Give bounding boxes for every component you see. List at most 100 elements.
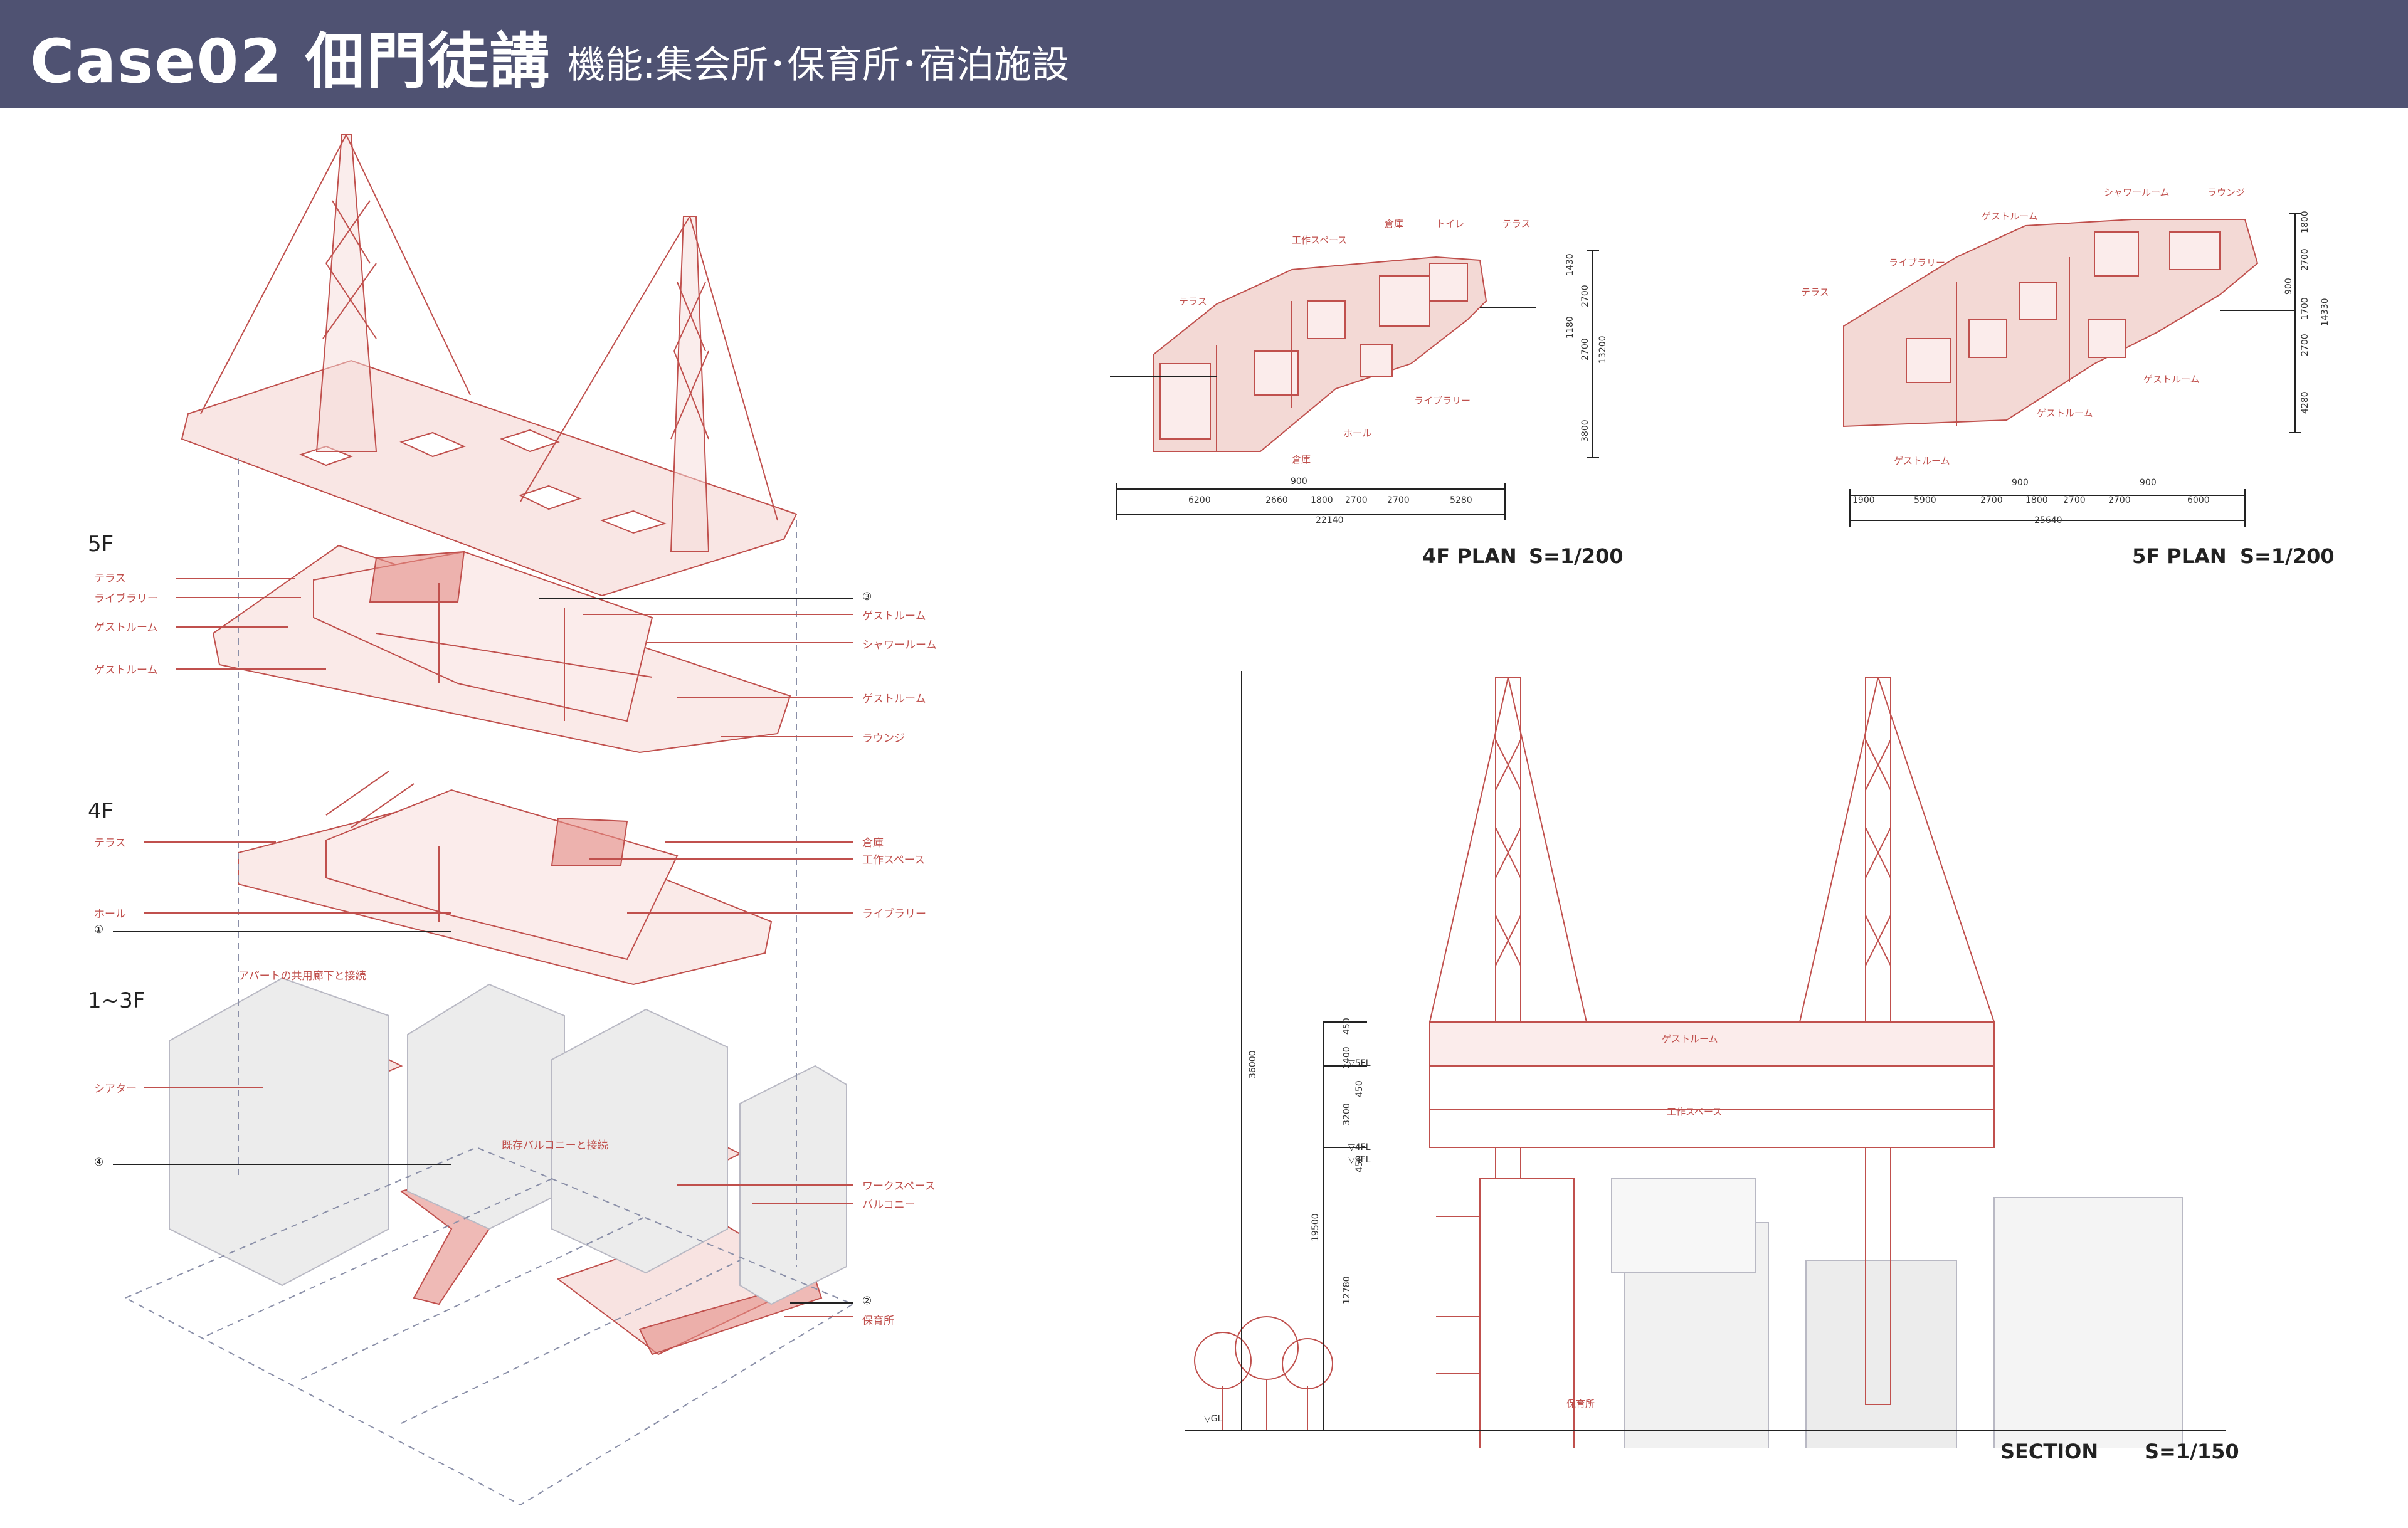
label-marker-1: ① bbox=[94, 924, 104, 936]
axonometric-drawing bbox=[113, 134, 855, 1506]
section-5f-block bbox=[1429, 1021, 1995, 1067]
label-5f-guestroom-3: ゲストルーム bbox=[862, 610, 926, 623]
stair-4f bbox=[551, 817, 628, 866]
plan5f-room-guestroom-4: ゲストルーム bbox=[1894, 455, 1950, 466]
label-balcony: バルコニー bbox=[862, 1199, 916, 1211]
label-4f-library: ライブラリー bbox=[862, 908, 926, 920]
plan4f-vdim: 3800 bbox=[1580, 419, 1590, 442]
section-level-gl: ▽GL bbox=[1204, 1414, 1223, 1424]
plan5f-vdim: 1700 bbox=[2300, 297, 2310, 320]
context-building bbox=[551, 1008, 728, 1274]
plan4f-dim: 2660 bbox=[1265, 495, 1288, 505]
context-building bbox=[169, 977, 389, 1287]
plan5f-vdim: 900 bbox=[2284, 278, 2294, 295]
roof-opening bbox=[519, 485, 582, 510]
section-context-building bbox=[1805, 1260, 1957, 1448]
section-context-building bbox=[1993, 1197, 2183, 1448]
section-room-guestroom: ゲストルーム bbox=[1662, 1033, 1718, 1045]
label-marker-4: ④ bbox=[94, 1156, 104, 1169]
plan5f-room-terrace: テラス bbox=[1801, 287, 1829, 298]
plan4f-vdim: 2700 bbox=[1580, 338, 1590, 361]
plan5f-room-library: ライブラリー bbox=[1889, 257, 1946, 268]
plan5f-dim-top: 900 bbox=[2012, 478, 2029, 488]
label-4f-workshop: 工作スペース bbox=[862, 854, 925, 867]
label-5f-lounge: ラウンジ bbox=[862, 732, 905, 745]
plan5f-room-guestroom-3: ゲストルーム bbox=[2037, 408, 2093, 419]
section-vdim: 19500 bbox=[1311, 1213, 1321, 1241]
plan4f-dim: 5280 bbox=[1450, 495, 1472, 505]
plan5f-vdim: 4280 bbox=[2300, 391, 2310, 414]
plan4f-room-terrace-1: テラス bbox=[1502, 218, 1531, 229]
section-vdim: 3200 bbox=[1342, 1103, 1352, 1125]
plan5f-dim: 1900 bbox=[1852, 495, 1875, 505]
label-4f-hall: ホール bbox=[94, 908, 126, 920]
plan5f-caption-scale: S=1/200 bbox=[2240, 544, 2335, 568]
context-building bbox=[407, 983, 565, 1230]
plan4f-vdim: 1430 bbox=[1565, 253, 1575, 276]
plan4f-room-library: ライブラリー bbox=[1414, 395, 1471, 406]
tree bbox=[1194, 1332, 1252, 1389]
plan-4f-drawing bbox=[1110, 250, 1599, 520]
label-workspace: ワークスペース bbox=[862, 1180, 936, 1193]
label-5f-shower: シャワールーム bbox=[862, 639, 937, 651]
floor-label-5f: 5F bbox=[88, 532, 114, 557]
plan4f-room-terrace-2: テラス bbox=[1179, 296, 1207, 307]
label-4f-storage: 倉庫 bbox=[862, 837, 884, 850]
label-5f-library: ライブラリー bbox=[94, 593, 158, 605]
floor-label-1-3f: 1~3F bbox=[88, 988, 145, 1013]
roof-opening bbox=[500, 429, 560, 453]
plan5f-dim: 2700 bbox=[2063, 495, 2086, 505]
plan-4f-stair bbox=[1159, 363, 1211, 440]
plan4f-dim: 2700 bbox=[1345, 495, 1368, 505]
page-subtitle: 機能:集会所･保育所･宿泊施設 bbox=[568, 43, 1070, 87]
plan4f-room-hall: ホール bbox=[1343, 428, 1372, 439]
plan4f-room-toilet: トイレ bbox=[1436, 218, 1465, 229]
page-header: Case02 佃門徒講 機能:集会所･保育所･宿泊施設 bbox=[0, 0, 2408, 108]
label-5f-guestroom-1: ゲストルーム bbox=[94, 621, 158, 634]
note-balcony-connection: 既存バルコニーと接続 bbox=[502, 1139, 608, 1152]
tree bbox=[1282, 1338, 1333, 1389]
roof-opening bbox=[399, 431, 466, 458]
plan5f-dim: 2700 bbox=[2108, 495, 2131, 505]
plan5f-vdim: 14330 bbox=[2320, 298, 2330, 326]
label-marker-2: ② bbox=[862, 1295, 872, 1307]
plan5f-vdim: 2700 bbox=[2300, 248, 2310, 271]
label-5f-guestroom-4: ゲストルーム bbox=[862, 693, 926, 705]
section-vdim: 450 bbox=[1354, 1080, 1365, 1097]
plan4f-caption-scale: S=1/200 bbox=[1529, 544, 1624, 568]
plan5f-dim: 2700 bbox=[1980, 495, 2003, 505]
plan-5f-stair bbox=[1906, 338, 1951, 383]
page-title: Case02 佃門徒講 bbox=[30, 26, 551, 97]
label-4f-terrace: テラス bbox=[94, 837, 126, 850]
note-apartment-connection: アパートの共用廊下と接続 bbox=[238, 970, 366, 983]
ground-grid bbox=[124, 1146, 855, 1506]
plan4f-vdim: 13200 bbox=[1598, 335, 1608, 364]
section-level-4fl: ▽4FL bbox=[1348, 1142, 1371, 1152]
plan4f-dim: 6200 bbox=[1188, 495, 1211, 505]
plan5f-dim-total: 25640 bbox=[2034, 515, 2062, 525]
plan5f-dim-top: 900 bbox=[2140, 478, 2157, 488]
plan5f-dim: 1800 bbox=[2025, 495, 2048, 505]
label-5f-guestroom-2: ゲストルーム bbox=[94, 664, 158, 677]
floor-label-4f: 4F bbox=[88, 799, 114, 824]
section-vdim: 450 bbox=[1354, 1156, 1365, 1172]
plan5f-vdim: 2700 bbox=[2300, 334, 2310, 356]
label-nursery: 保育所 bbox=[862, 1315, 894, 1327]
plan5f-caption-title: 5F PLAN bbox=[2132, 544, 2227, 568]
label-theater: シアター bbox=[94, 1083, 137, 1095]
plan5f-dim: 6000 bbox=[2187, 495, 2210, 505]
plan-5f-drawing bbox=[1843, 213, 2301, 527]
plan4f-dim-top: 900 bbox=[1291, 477, 1307, 487]
plan4f-dim-total: 22140 bbox=[1316, 515, 1344, 525]
plan5f-room-shower: シャワールーム bbox=[2104, 187, 2170, 198]
section-4f-block bbox=[1429, 1065, 1995, 1148]
plan4f-vdim: 1180 bbox=[1565, 316, 1575, 339]
section-vdim-total: 36000 bbox=[1248, 1050, 1258, 1078]
label-5f-terrace: テラス bbox=[94, 572, 126, 585]
plan4f-caption-title: 4F PLAN bbox=[1422, 544, 1517, 568]
section-drawing bbox=[1185, 671, 2226, 1448]
section-level-3fl: ▽3FL bbox=[1348, 1155, 1371, 1165]
section-vdim: 450 bbox=[1342, 1018, 1352, 1035]
section-context-building bbox=[1611, 1178, 1756, 1273]
plan5f-room-lounge: ラウンジ bbox=[2207, 187, 2246, 198]
